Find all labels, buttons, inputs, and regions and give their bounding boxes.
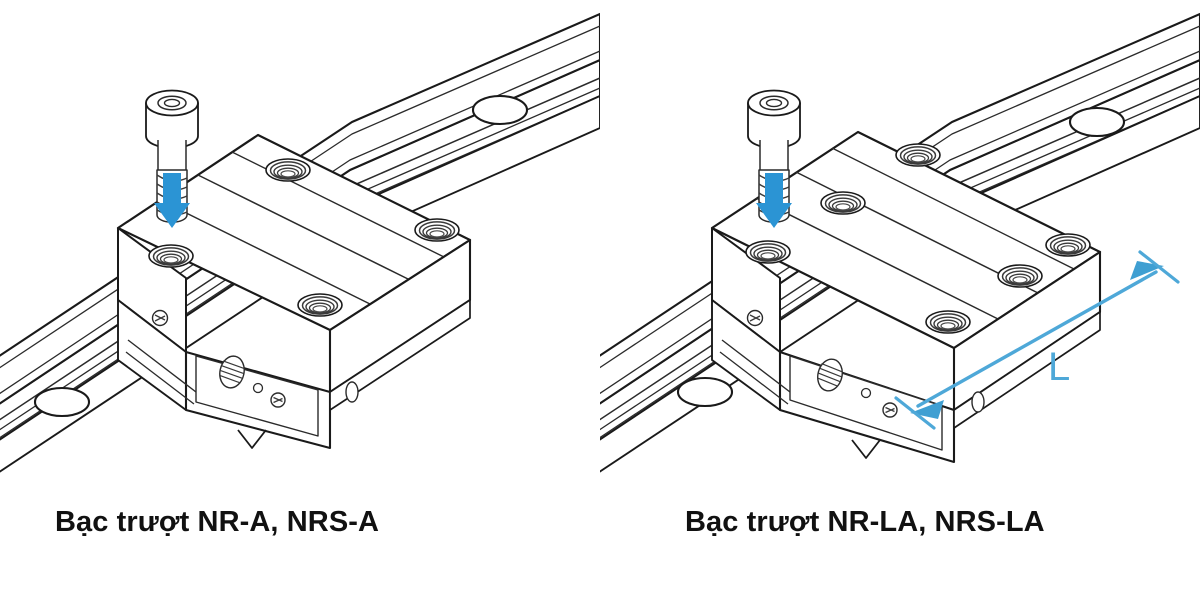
end-cap-screw bbox=[270, 392, 286, 408]
carriage-block bbox=[116, 133, 472, 450]
block-mounting-hole bbox=[1045, 233, 1091, 257]
block-mounting-hole bbox=[265, 158, 311, 182]
caption-nr-la: Bạc trượt NR-LA, NRS-LA bbox=[685, 506, 1045, 538]
figure-nr-la: L bbox=[600, 0, 1200, 500]
install-direction-arrow bbox=[756, 173, 792, 228]
carriage-block-long bbox=[710, 130, 1102, 464]
block-mounting-hole bbox=[745, 240, 791, 264]
install-direction-arrow bbox=[154, 173, 190, 228]
end-cap-screw bbox=[746, 309, 764, 327]
length-label: L bbox=[1048, 345, 1070, 389]
rail-assembly-left bbox=[0, 12, 600, 473]
rail-mounting-hole bbox=[471, 94, 529, 126]
end-cap-screw bbox=[151, 309, 169, 327]
block-mounting-hole bbox=[820, 191, 866, 215]
figure-nr-a bbox=[0, 0, 600, 500]
block-mounting-hole bbox=[297, 293, 343, 317]
rail-mounting-hole bbox=[1068, 106, 1126, 138]
panel-nr-la: L Bạc trượt NR-LA, NRS-LA bbox=[600, 0, 1200, 600]
end-cap-pin-hole bbox=[252, 382, 264, 394]
side-oil-hole bbox=[971, 391, 985, 413]
end-cap-screw bbox=[882, 402, 898, 418]
length-dimension-arrow: L bbox=[894, 250, 1180, 430]
rail-mounting-hole bbox=[33, 386, 91, 418]
block-mounting-hole bbox=[925, 310, 971, 334]
block-mounting-hole bbox=[997, 264, 1043, 288]
rail-assembly-right: L bbox=[600, 12, 1200, 473]
end-cap-pin-hole bbox=[860, 387, 872, 399]
caption-nr-a: Bạc trượt NR-A, NRS-A bbox=[55, 506, 380, 538]
panel-nr-a: Bạc trượt NR-A, NRS-A bbox=[0, 0, 600, 538]
side-oil-hole bbox=[345, 381, 359, 403]
block-mounting-hole bbox=[414, 218, 460, 242]
block-mounting-hole bbox=[895, 143, 941, 167]
block-mounting-hole bbox=[148, 244, 194, 268]
grease-nipple bbox=[219, 355, 245, 389]
grease-nipple bbox=[817, 358, 843, 392]
rail-mounting-hole bbox=[676, 376, 734, 408]
